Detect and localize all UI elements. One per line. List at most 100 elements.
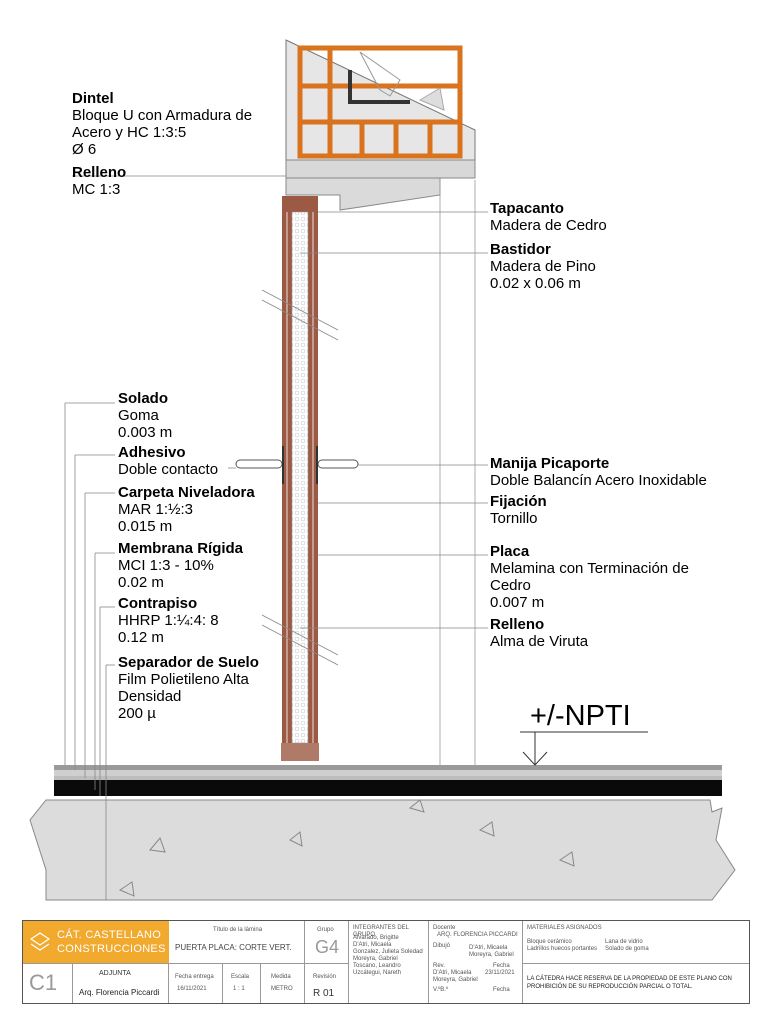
label-line: 0.12 m: [118, 629, 164, 646]
label-line: Alma de Viruta: [490, 633, 589, 650]
label-line: MCI 1:3 - 10%: [118, 557, 214, 574]
people-cell: Docente ARQ. FLORENCIA PICCARDI Dibujó D…: [429, 921, 523, 1003]
material-item: Lana de vidrio: [605, 939, 643, 945]
label-line: Ø 6: [72, 141, 97, 158]
sheet-code-cell: C1: [23, 963, 73, 1003]
label-line: Acero y HC 1:3:5: [72, 124, 187, 141]
label-contrapiso: Contrapiso HHRP 1:¼:4: 8 0.12 m: [118, 595, 219, 646]
member: D'Atri, Micaela: [353, 942, 392, 948]
materials-label: MATERIALES ASIGNADOS: [527, 925, 602, 931]
check-date-label: Fecha: [493, 963, 510, 969]
revision-value: R 01: [313, 988, 335, 999]
materials-cell: MATERIALES ASIGNADOS Bloque cerámico Lad…: [523, 921, 749, 963]
unit-value: METRO: [271, 986, 293, 992]
label-title: Dintel: [72, 90, 114, 107]
member: Toscano, Leandro: [353, 963, 401, 969]
door-leaf: [261, 196, 339, 761]
label-title: Bastidor: [490, 241, 551, 258]
teacher-label: Docente: [433, 925, 456, 931]
label-fijacion: Fijación Tornillo: [490, 493, 547, 527]
label-line: Densidad: [118, 688, 182, 705]
label-line: Madera de Cedro: [490, 217, 607, 234]
label-title: Relleno: [72, 164, 127, 181]
drawing-label: Dibujó: [433, 943, 451, 949]
label-title: Membrana Rígida: [118, 540, 244, 557]
label-line: Bloque U con Armadura de: [72, 107, 253, 124]
sheet-title-label: Título de la lámina: [213, 927, 263, 933]
label-lintel: Dintel Bloque U con Armadura de Acero y …: [72, 90, 252, 158]
label-line: 0.015 m: [118, 518, 173, 535]
revision-label: Revisión: [313, 974, 337, 980]
label-line: 200 µ: [118, 705, 156, 722]
label-line: Cedro: [490, 577, 531, 594]
material-item: Bloque cerámico: [527, 939, 572, 945]
label-fill-top: Relleno MC 1:3: [72, 164, 126, 198]
approval-date-label: Fecha: [493, 987, 510, 993]
approval-label: V.ºB.º: [433, 987, 449, 993]
teacher-name: ARQ. FLORENCIA PICCARDI: [437, 932, 518, 938]
adjunta-name: Arq. Florencia Piccardi: [79, 988, 160, 997]
material-item: Solado de goma: [605, 946, 649, 952]
label-tapacanto: Tapacanto Madera de Cedro: [490, 200, 607, 234]
floor-layers: [29, 765, 736, 901]
level-label: +/-NPTI: [530, 700, 631, 732]
group-label: Grupo: [317, 927, 334, 933]
label-line: 0.003 m: [118, 424, 173, 441]
scale-label: Escala: [231, 974, 250, 980]
label-title: Placa: [490, 543, 530, 560]
drawing-names: D'Atri, Micaela Moreyra, Gabriel: [469, 945, 514, 958]
scale-cell: Escala 1 : 1: [223, 963, 261, 1003]
unit-label: Medida: [271, 974, 291, 980]
scale-value: 1 : 1: [233, 986, 245, 992]
check-date: 23/11/2021: [485, 970, 515, 976]
check-names: D'Atri, Micaela Moreyra, Gabriel: [433, 970, 478, 983]
sheet-code: C1: [29, 970, 58, 995]
notice-cell: LA CÁTEDRA HACE RESERVA DE LA PROPIEDAD …: [523, 963, 749, 1003]
title-block: CÁT. CASTELLANO CONSTRUCCIONES C1 ADJUNT…: [22, 920, 750, 1004]
label-line: 0.02 x 0.06 m: [490, 275, 581, 292]
label-adhesivo: Adhesivo Doble contacto: [118, 444, 218, 478]
member: Gonzalez, Julieta Soledad: [353, 949, 423, 955]
label-title: Fijación: [490, 493, 547, 510]
revision-cell: Revisión R 01: [305, 963, 349, 1003]
label-separador: Separador de Suelo Film Polietileno Alta…: [118, 654, 259, 722]
label-line: HHRP 1:¼:4: 8: [118, 612, 219, 629]
label-line: Doble Balancín Acero Inoxidable: [490, 472, 707, 489]
brand-line2: CONSTRUCCIONES: [57, 943, 166, 955]
label-carpeta: Carpeta Niveladora MAR 1:½:3 0.015 m: [118, 484, 255, 535]
label-manija: Manija Picaporte Doble Balancín Acero In…: [490, 455, 707, 489]
adjunta-label: ADJUNTA: [99, 970, 131, 977]
label-title: Separador de Suelo: [118, 654, 259, 671]
adjunta-cell: ADJUNTA Arq. Florencia Piccardi: [73, 963, 169, 1003]
label-line: MC 1:3: [72, 181, 121, 198]
reference-lines: [439, 180, 476, 765]
notice-line: PROHIBICIÓN DE SU REPRODUCCIÓN PARCIAL O…: [527, 984, 693, 990]
notice-line: LA CÁTEDRA HACE RESERVA DE LA PROPIEDAD …: [527, 976, 732, 982]
group-cell: Grupo G4: [305, 921, 349, 963]
group-value: G4: [315, 937, 340, 957]
label-bastidor: Bastidor Madera de Pino 0.02 x 0.06 m: [490, 241, 596, 292]
lintel: [285, 39, 476, 161]
unit-cell: Medida METRO: [261, 963, 305, 1003]
member: Alvarado, Brigitte: [353, 935, 399, 941]
label-line: 0.02 m: [118, 574, 164, 591]
label-relleno-core: Relleno Alma de Viruta: [490, 616, 588, 650]
label-title: Manija Picaporte: [490, 455, 610, 472]
check-label: Rev.: [433, 963, 445, 969]
label-solado: Solado Goma 0.003 m: [118, 390, 172, 441]
fill-band: [285, 159, 476, 211]
sheet-title-cell: Título de la lámina PUERTA PLACA: CORTE …: [169, 921, 305, 963]
material-item: Ladrillos huecos portantes: [527, 946, 598, 952]
brand-line1: CÁT. CASTELLANO: [57, 929, 162, 941]
members-label: INTEGRANTES DEL GRUPO: [353, 925, 409, 938]
member: Moreyra, Gabriel: [353, 956, 398, 962]
door-handle: [235, 446, 359, 484]
brand-box: CÁT. CASTELLANO CONSTRUCCIONES: [23, 921, 169, 963]
label-membrana: Membrana Rígida MCI 1:3 - 10% 0.02 m: [118, 540, 243, 591]
delivery-label: Fecha entrega: [175, 974, 214, 980]
brand-logo-icon: [29, 932, 51, 951]
label-line: Tornillo: [490, 510, 538, 527]
label-title: Carpeta Niveladora: [118, 484, 255, 501]
level-marker: [520, 731, 648, 766]
